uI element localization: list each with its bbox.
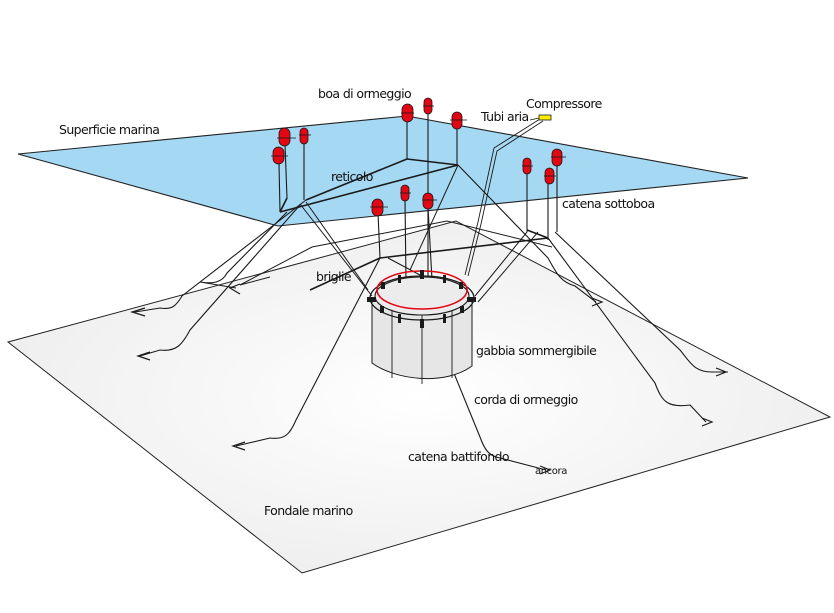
buoy-icon	[371, 198, 384, 217]
anchor-icon	[701, 417, 714, 427]
anchor-icon	[228, 283, 241, 295]
label-submersible-cage: gabbia sommergibile	[476, 343, 597, 358]
bracket-icon	[367, 297, 376, 302]
submersible-cage	[367, 270, 476, 384]
compressor-icon	[538, 114, 552, 121]
label-air-pipes: Tubi aria	[481, 109, 529, 124]
buoy-icon	[551, 148, 563, 167]
anchor-icon	[231, 441, 246, 451]
mooring-ropes	[134, 164, 728, 471]
buoy-icon	[299, 127, 309, 145]
bracket-icon	[398, 314, 401, 323]
anchor-icon	[136, 351, 151, 361]
anchor-icon	[129, 307, 146, 317]
seabed-plane	[6, 220, 832, 574]
leader-lines	[529, 117, 540, 121]
anchor-icon	[715, 367, 728, 377]
buoy-crossbars	[271, 105, 566, 208]
label-anchor: ancora	[535, 466, 567, 477]
buoy-icon	[272, 146, 285, 165]
buoy-icon	[422, 192, 434, 210]
buoy-icon	[278, 127, 291, 147]
anchor-icon	[539, 465, 552, 475]
bracket-icon	[443, 314, 446, 323]
bracket-icon	[380, 306, 384, 313]
bracket-icon	[420, 270, 424, 279]
bracket-icon	[443, 275, 446, 283]
label-bridles: briglie	[316, 269, 352, 284]
anchor-icon	[591, 297, 604, 307]
label-seabed: Fondale marino	[264, 503, 353, 518]
label-compressor: Compressore	[526, 96, 602, 111]
bracket-icon	[381, 282, 385, 289]
anchors	[129, 283, 728, 475]
label-mooring-rope: corda di ormeggio	[474, 392, 578, 407]
label-sub-buoy-chain: catena sottoboa	[562, 196, 655, 211]
sea-surface-plane	[17, 115, 749, 227]
bracket-icon	[420, 319, 424, 328]
grid-frame	[239, 220, 553, 286]
collar-brackets	[367, 270, 476, 328]
buoy-icon	[451, 111, 463, 130]
label-mooring-buoy: boa di ormeggio	[318, 86, 412, 101]
air-pipes	[464, 118, 544, 277]
label-grid: reticolo	[331, 169, 373, 184]
bracket-icon	[459, 282, 463, 289]
bracket-icon	[460, 306, 464, 313]
bracket-icon	[398, 275, 401, 283]
bridles	[299, 164, 539, 303]
label-ground-chain: catena battifondo	[408, 449, 510, 464]
bracket-icon	[467, 297, 476, 302]
label-sea-surface: Superficie marina	[59, 122, 160, 137]
